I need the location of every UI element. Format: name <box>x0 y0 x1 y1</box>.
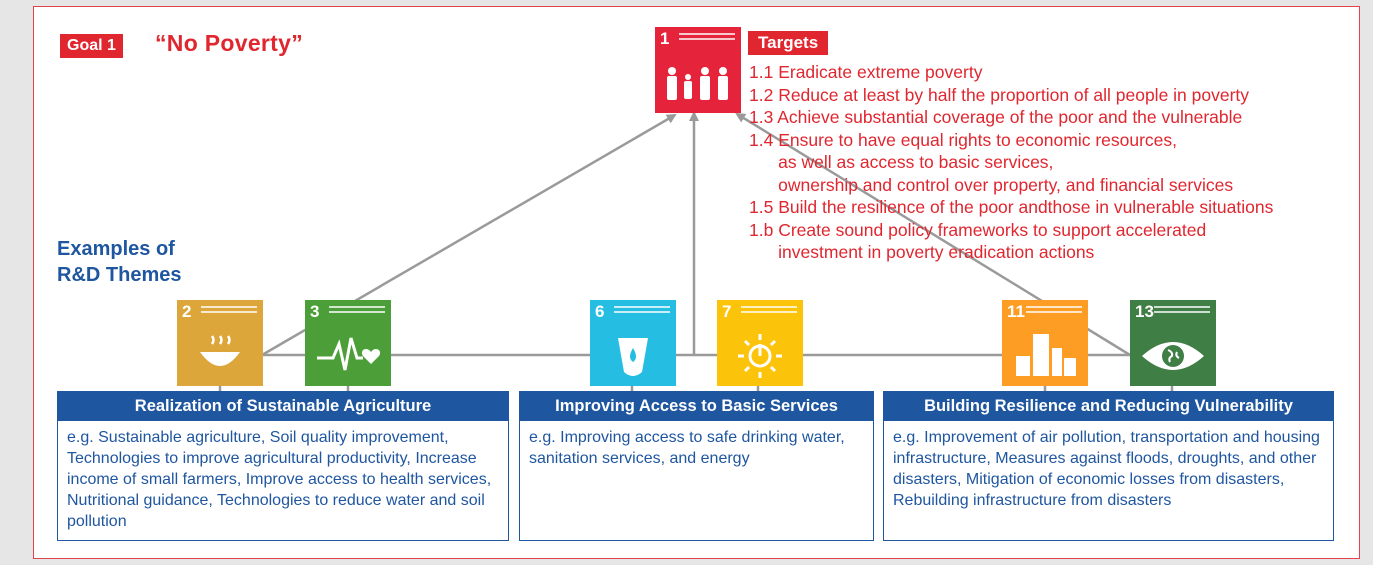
targets-tag: Targets <box>748 31 829 55</box>
target-item: 1.1 Eradicate extreme poverty <box>749 62 983 82</box>
theme-box-agriculture: Realization of Sustainable Agriculture e… <box>57 391 509 541</box>
water-drop-icon <box>618 338 648 376</box>
bowl-icon <box>200 335 240 366</box>
sdg-6-tile: 6 <box>590 300 676 386</box>
target-item: 1.b Create sound policy frameworks to su… <box>749 219 1207 240</box>
target-item: 1.5 Build the resilience of the poor and… <box>749 197 1274 217</box>
theme-description: e.g. Sustainable agriculture, Soil quali… <box>67 429 492 530</box>
target-item: 1.4 Ensure to have equal rights to econo… <box>749 129 1178 150</box>
theme-description: e.g. Improving access to safe drinking w… <box>529 429 845 467</box>
sdg-number: 2 <box>182 302 192 321</box>
sdg-number: 1 <box>660 29 670 48</box>
theme-description: e.g. Improvement of air pollution, trans… <box>893 429 1320 509</box>
theme-title: Improving Access to Basic Services <box>520 392 873 421</box>
target-item: ownership and control over property, and… <box>749 174 1234 195</box>
eye-globe-icon <box>1142 342 1204 370</box>
theme-box-basic-services: Improving Access to Basic Services e.g. … <box>519 391 874 541</box>
city-icon <box>1016 334 1076 376</box>
sdg-number: 13 <box>1135 302 1154 321</box>
examples-line-1: Examples of <box>57 238 175 260</box>
targets-list: 1.1 Eradicate extreme poverty 1.2 Reduce… <box>749 61 1273 264</box>
theme-title: Realization of Sustainable Agriculture <box>58 392 508 421</box>
goal-tag: Goal 1 <box>60 34 123 58</box>
goal-title: “No Poverty” <box>155 30 304 56</box>
sdg-13-tile: 13 <box>1130 300 1216 386</box>
sun-power-icon <box>738 334 782 378</box>
examples-line-2: R&D Themes <box>57 264 182 286</box>
sdg-number: 3 <box>310 302 320 321</box>
family-icon <box>667 67 728 100</box>
target-item: 1.2 Reduce at least by half the proporti… <box>749 84 1250 105</box>
sdg-11-tile: 11 <box>1002 300 1088 386</box>
examples-heading: Examples of R&D Themes <box>57 236 181 288</box>
target-item: as well as access to basic services, <box>749 152 1054 172</box>
theme-box-resilience: Building Resilience and Reducing Vulnera… <box>883 391 1334 541</box>
heartbeat-icon <box>317 337 381 371</box>
target-item: investment in poverty eradication action… <box>749 242 1095 262</box>
sdg-1-tile: 1 <box>655 27 741 113</box>
sdg-number: 7 <box>722 302 732 321</box>
theme-title: Building Resilience and Reducing Vulnera… <box>884 392 1333 421</box>
sdg-7-tile: 7 <box>717 300 803 386</box>
sdg-number: 6 <box>595 302 605 321</box>
sdg-3-tile: 3 <box>305 300 391 386</box>
target-item: 1.3 Achieve substantial coverage of the … <box>749 107 1243 127</box>
sdg-number: 11 <box>1007 302 1025 321</box>
sdg-2-tile: 2 <box>177 300 263 386</box>
